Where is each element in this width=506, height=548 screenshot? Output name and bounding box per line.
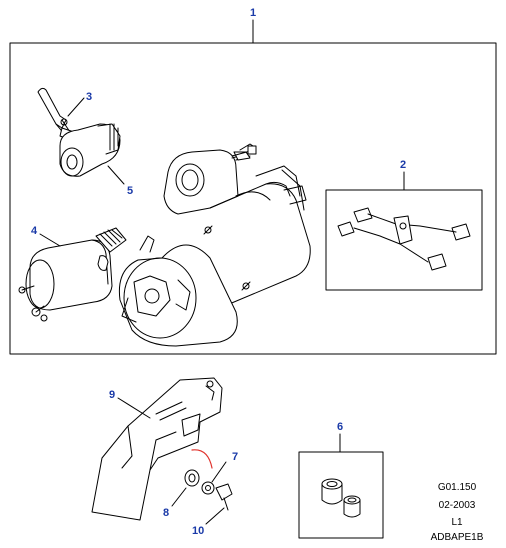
bolt-10-part xyxy=(215,483,233,511)
callout-2: 2 xyxy=(400,159,406,171)
nut-part xyxy=(201,481,215,495)
callout-10: 10 xyxy=(192,525,204,537)
highlight-arc xyxy=(191,449,213,469)
leader-5 xyxy=(107,165,125,185)
callout-7: 7 xyxy=(232,451,238,463)
washer-part xyxy=(184,469,200,487)
solenoid-part xyxy=(18,227,127,322)
callout-6: 6 xyxy=(337,421,343,433)
leader-4 xyxy=(39,233,61,247)
assembly-frame xyxy=(9,42,497,355)
callout-9: 9 xyxy=(109,389,115,401)
leader-8 xyxy=(171,487,187,507)
brush-set-part xyxy=(337,207,471,271)
leader-7 xyxy=(211,461,227,483)
bracket-part xyxy=(91,377,223,521)
leader-10 xyxy=(205,507,225,525)
callout-5: 5 xyxy=(127,185,133,197)
callout-8: 8 xyxy=(163,507,169,519)
reference-level: L1 xyxy=(451,517,463,528)
starter-motor-part xyxy=(118,143,311,347)
reference-code: G01.150 xyxy=(437,482,477,493)
callout-1: 1 xyxy=(250,7,256,19)
callout-4: 4 xyxy=(31,225,38,237)
leader-3 xyxy=(67,97,85,117)
drive-pinion-part xyxy=(59,123,121,177)
reference-id: ADBAPE1B xyxy=(430,532,484,543)
leader-9 xyxy=(117,397,151,419)
bushing-box xyxy=(298,451,384,539)
bushing-part xyxy=(321,478,361,518)
bolt-part xyxy=(231,145,257,157)
callout-3: 3 xyxy=(86,91,92,103)
reference-date: 02-2003 xyxy=(438,500,476,511)
